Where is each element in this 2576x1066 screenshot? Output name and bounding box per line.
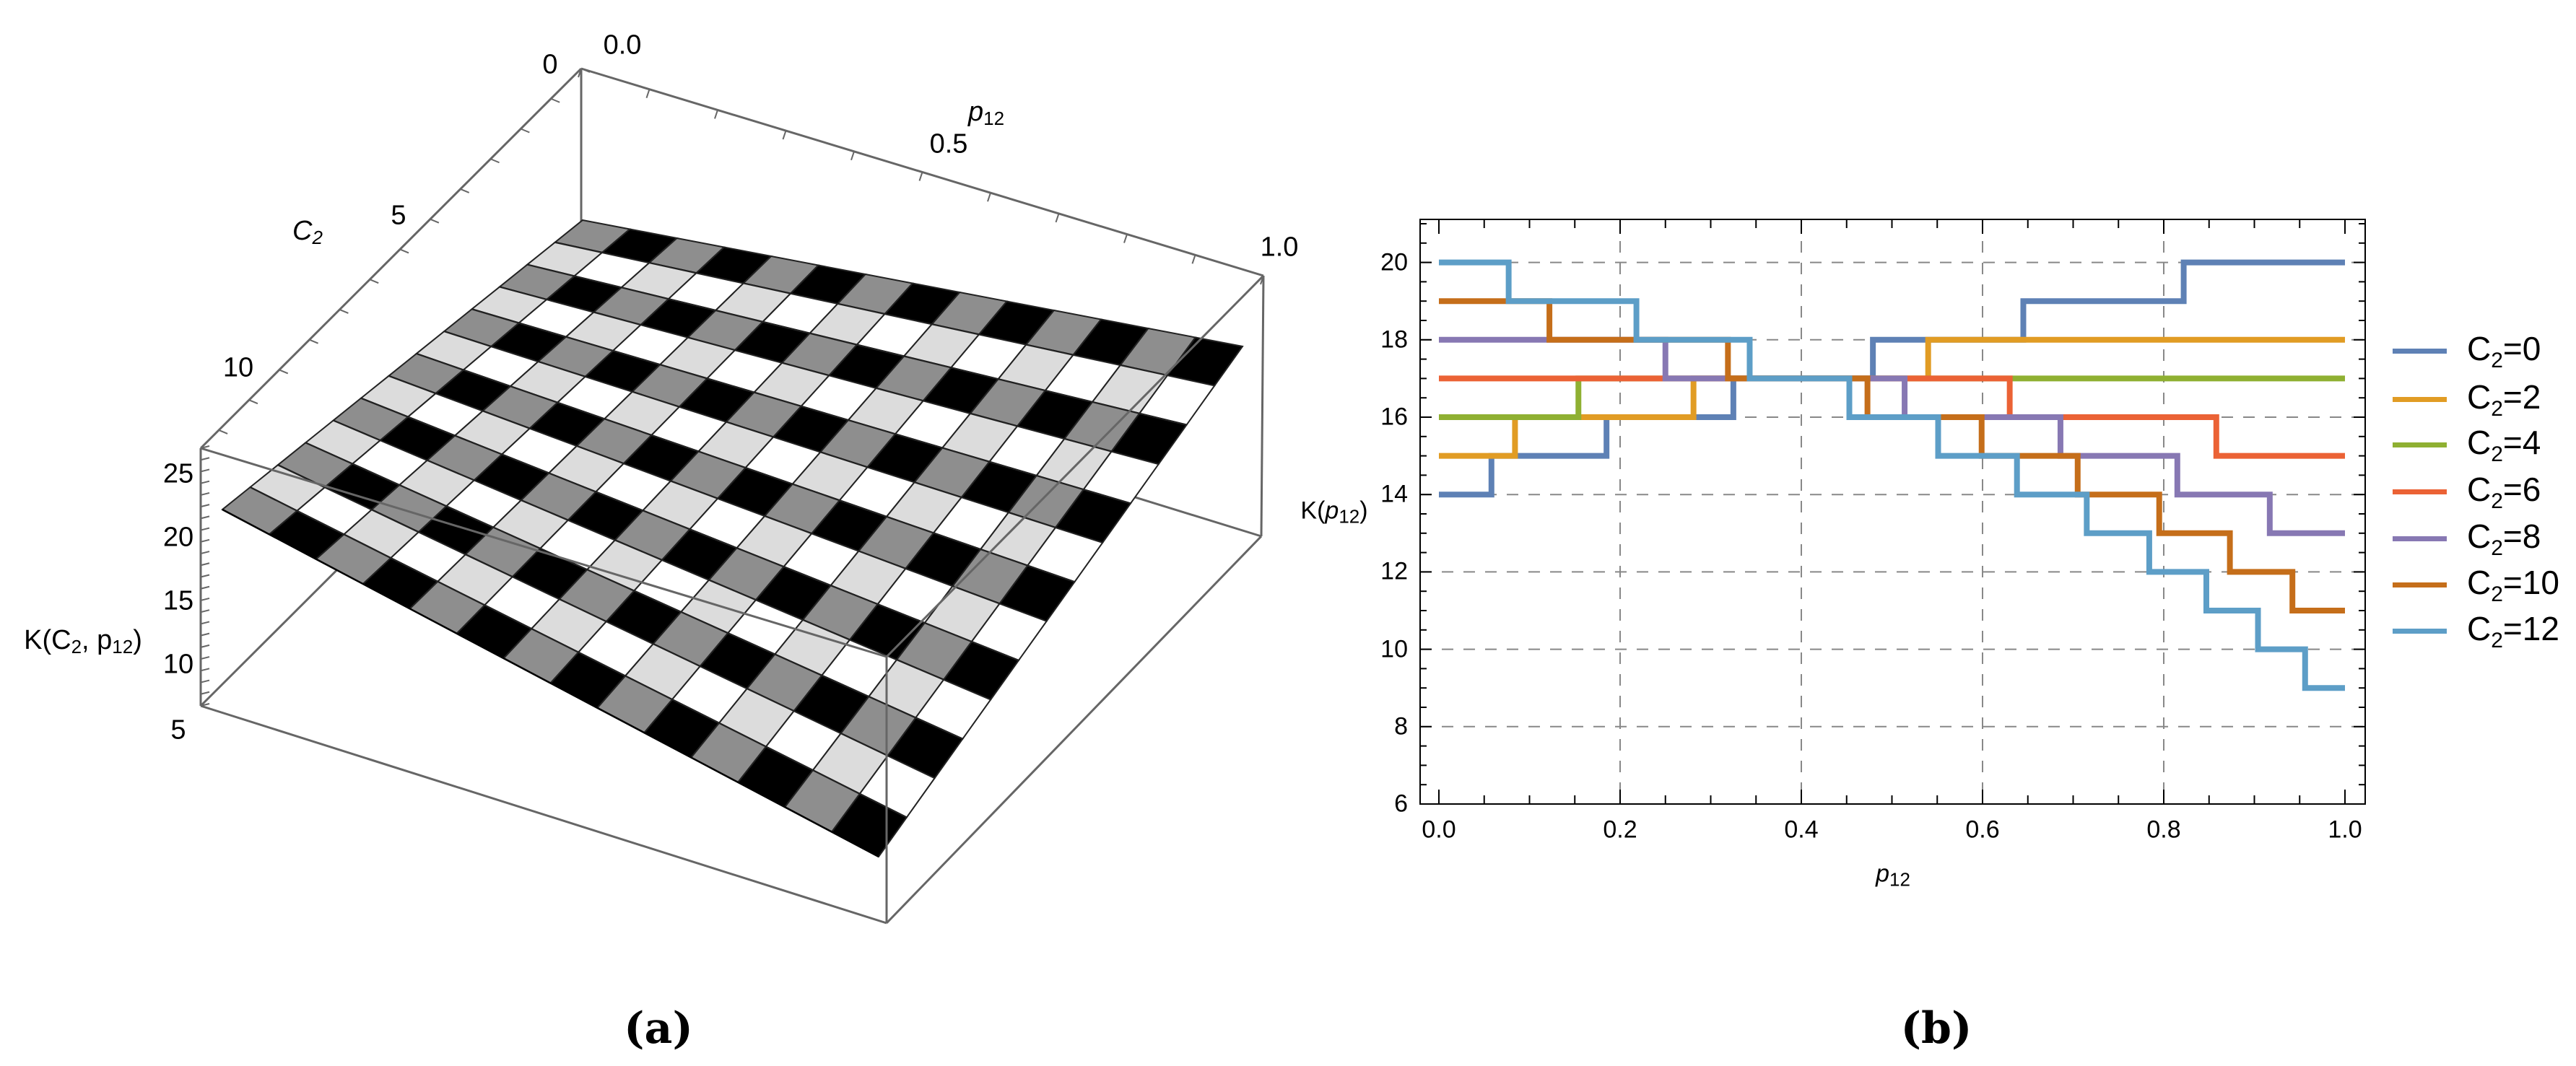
legend-swatch	[2393, 348, 2447, 354]
surface-plot-3d	[199, 67, 1265, 925]
legend-label: C2=4	[2467, 423, 2541, 466]
caption-a: (a)	[624, 1003, 693, 1054]
x-tick-label: 0.8	[2146, 816, 2181, 844]
z-tick-15: 15	[162, 585, 194, 616]
x-tick-label: 0.2	[1603, 816, 1637, 844]
legend-label: C2=12	[2467, 609, 2559, 652]
z-axis-label: K(C2, p12)	[24, 625, 142, 657]
c2-tick-0: 0	[542, 49, 558, 80]
legend-swatch	[2393, 582, 2447, 587]
grid-lines	[1420, 219, 2365, 804]
series-line	[1439, 336, 2345, 536]
x-tick-label: 0.0	[1422, 816, 1456, 844]
legend-item: C2=0	[2393, 330, 2541, 372]
checkerboard-surface	[221, 219, 1244, 858]
c2-tick-10: 10	[222, 352, 254, 383]
series-line	[1439, 375, 2345, 420]
y-tick-label: 10	[1380, 635, 1408, 663]
x-tick-label: 0.4	[1784, 816, 1819, 844]
legend-item: C2=6	[2393, 471, 2541, 513]
y-tick-label: 14	[1380, 480, 1408, 508]
axis-ticks	[1420, 219, 2365, 805]
series-line	[1439, 336, 2345, 459]
series-line	[1439, 298, 2345, 613]
p12-axis-label-3d: p12	[967, 97, 1005, 129]
caption-b: (b)	[1900, 1003, 1972, 1054]
y-tick-label: 12	[1380, 557, 1408, 585]
x-axis-label: p12	[1876, 860, 1910, 891]
y-tick-label: 18	[1380, 326, 1408, 354]
legend-label: C2=8	[2467, 517, 2541, 560]
z-tick-10: 10	[162, 649, 194, 680]
series-line	[1439, 259, 2345, 498]
legend-item: C2=8	[2393, 517, 2541, 560]
legend-swatch	[2393, 489, 2447, 494]
p12-tick-1: 1.0	[1260, 232, 1299, 263]
z-tick-20: 20	[162, 522, 194, 553]
legend-swatch	[2393, 536, 2447, 541]
series-line	[1439, 375, 2345, 459]
z-tick-5: 5	[170, 715, 186, 746]
plot-frame	[1419, 219, 2366, 805]
y-tick-label: 16	[1380, 403, 1408, 431]
legend-label: C2=6	[2467, 470, 2541, 513]
x-tick-label: 1.0	[2328, 816, 2362, 844]
legend-swatch	[2393, 396, 2447, 402]
y-axis-label: K(p12)	[1300, 497, 1368, 528]
x-tick-label: 0.6	[1965, 816, 2000, 844]
legend-item: C2=12	[2393, 610, 2559, 652]
y-tick-label: 6	[1394, 790, 1408, 818]
legend-label: C2=2	[2467, 377, 2541, 421]
c2-tick-5: 5	[391, 200, 406, 231]
y-tick-label: 8	[1394, 712, 1408, 740]
series-lines	[1439, 259, 2345, 691]
legend-swatch	[2393, 628, 2447, 634]
legend-item: C2=4	[2393, 424, 2541, 466]
p12-tick-0: 0.0	[603, 30, 642, 61]
y-tick-label: 20	[1380, 248, 1408, 276]
legend-label: C2=0	[2467, 329, 2541, 372]
c2-axis-label: C2	[292, 216, 323, 248]
p12-tick-0-5: 0.5	[929, 128, 968, 160]
legend-swatch	[2393, 442, 2447, 447]
axis-ticks-3d	[200, 68, 1264, 707]
legend-item: C2=2	[2393, 378, 2541, 421]
series-line	[1439, 259, 2345, 691]
z-tick-25: 25	[162, 458, 194, 489]
legend-label: C2=10	[2467, 563, 2559, 606]
legend-item: C2=10	[2393, 564, 2559, 606]
